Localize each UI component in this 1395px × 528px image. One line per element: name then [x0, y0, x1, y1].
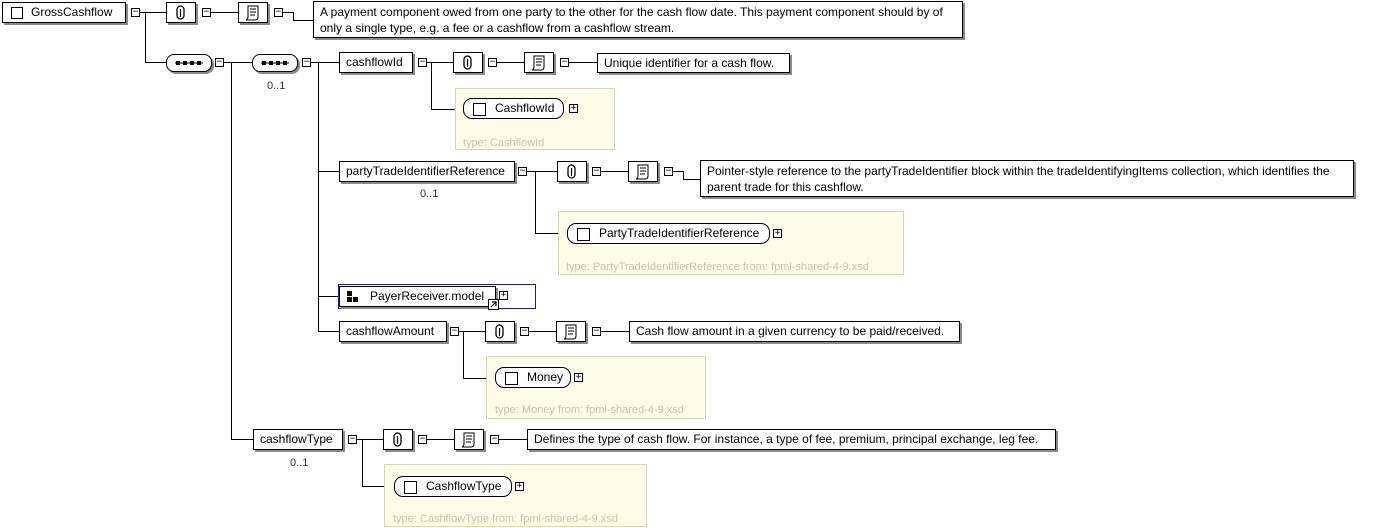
annotation-box[interactable]	[166, 2, 196, 23]
attachment-icon	[567, 164, 576, 179]
expand-plus-icon[interactable]: +	[569, 103, 578, 113]
sequence-cardinality: 0..1	[267, 80, 286, 92]
root-documentation: A payment component owed from one party …	[313, 1, 963, 38]
group-payerreceiver-model[interactable]: PayerReceiver.model	[339, 286, 496, 307]
collapse-minus-icon[interactable]: −	[518, 166, 527, 176]
attachment-icon	[495, 324, 504, 339]
collapse-minus-icon[interactable]: −	[520, 326, 529, 336]
annotation-box[interactable]	[453, 52, 483, 73]
expand-plus-icon[interactable]: +	[499, 290, 508, 300]
element-cashflowid[interactable]: cashflowId	[339, 52, 413, 73]
collapse-minus-icon[interactable]: −	[664, 166, 673, 176]
partytradeidentifierreference-cardinality: 0..1	[420, 188, 439, 200]
annotation-box[interactable]	[485, 321, 515, 342]
cashflowamount-documentation: Cash flow amount in a given currency to …	[629, 321, 960, 342]
sequence-compositor-icon	[175, 61, 203, 65]
collapse-minus-icon[interactable]: −	[274, 7, 283, 17]
sequence-compositor-inner[interactable]	[252, 54, 298, 72]
collapse-minus-icon[interactable]: −	[450, 326, 459, 336]
documentation-scroll-icon	[563, 324, 577, 340]
collapse-minus-icon[interactable]: −	[131, 7, 140, 17]
collapse-minus-icon[interactable]: −	[302, 57, 311, 67]
attachment-icon	[393, 432, 402, 447]
model-group-icon	[347, 291, 358, 302]
collapse-minus-icon[interactable]: −	[560, 57, 569, 67]
attachment-icon	[176, 5, 185, 20]
collapse-minus-icon[interactable]: −	[490, 434, 499, 444]
documentation-box[interactable]	[556, 321, 586, 342]
collapse-minus-icon[interactable]: −	[348, 434, 357, 444]
documentation-scroll-icon	[531, 55, 545, 71]
collapse-minus-icon[interactable]: −	[215, 57, 224, 67]
cashflowtype-type-label: type: CashflowType from: fpml-shared-4-9…	[393, 513, 618, 525]
collapse-minus-icon[interactable]: −	[592, 166, 601, 176]
element-partytradeidentifierreference[interactable]: partyTradeIdentifierReference	[339, 161, 515, 182]
element-cashflowamount[interactable]: cashflowAmount	[339, 321, 447, 342]
expand-plus-icon[interactable]: +	[515, 481, 524, 491]
documentation-box[interactable]	[628, 161, 658, 182]
complex-type-partytradeidentifierreference[interactable]: PartyTradeIdentifierReference	[567, 223, 770, 244]
attachment-icon	[463, 55, 472, 70]
collapse-minus-icon[interactable]: −	[592, 326, 601, 336]
collapse-minus-icon[interactable]: −	[418, 434, 427, 444]
documentation-box[interactable]	[238, 2, 268, 23]
element-grosscashflow[interactable]: GrossCashflow	[2, 2, 126, 23]
cashflowamount-type-label: type: Money from: fpml-shared-4-9.xsd	[495, 404, 684, 416]
cashflowid-documentation: Unique identifier for a cash flow.	[597, 53, 790, 73]
collapse-minus-icon[interactable]: −	[488, 57, 497, 67]
cashflowid-type-label: type: CashflowId	[463, 137, 545, 149]
expand-plus-icon[interactable]: +	[574, 372, 583, 382]
link-arrow-icon	[488, 299, 499, 310]
cashflowtype-documentation: Defines the type of cash flow. For insta…	[527, 429, 1056, 450]
collapse-minus-icon[interactable]: −	[418, 57, 427, 67]
complex-type-money[interactable]: Money	[495, 367, 571, 388]
complex-type-cashflowid[interactable]: CashflowId	[463, 98, 564, 119]
collapse-minus-icon[interactable]: −	[202, 7, 211, 17]
annotation-box[interactable]	[557, 161, 587, 182]
cashflowtype-cardinality: 0..1	[290, 457, 309, 469]
documentation-box[interactable]	[454, 429, 484, 450]
partytradeidentifierreference-documentation: Pointer-style reference to the partyTrad…	[700, 160, 1354, 197]
complex-type-cashflowtype[interactable]: CashflowType	[394, 476, 512, 497]
sequence-compositor-outer[interactable]	[166, 54, 212, 72]
documentation-scroll-icon	[635, 164, 649, 180]
documentation-scroll-icon	[245, 5, 259, 21]
expand-plus-icon[interactable]: +	[773, 228, 782, 238]
partytradeidentifierreference-type-label: type: PartyTradeIdentifierReference from…	[566, 261, 869, 273]
element-cashflowtype[interactable]: cashflowType	[253, 429, 343, 450]
sequence-compositor-icon	[261, 61, 289, 65]
documentation-box[interactable]	[524, 52, 554, 73]
documentation-scroll-icon	[461, 432, 475, 448]
annotation-box[interactable]	[383, 429, 413, 450]
